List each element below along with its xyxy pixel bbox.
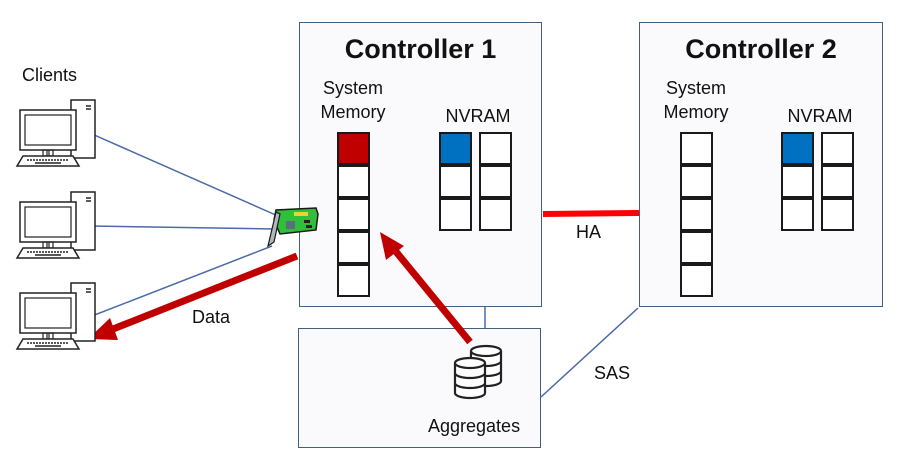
system-memory-slot bbox=[337, 132, 370, 165]
client-computer-icon[interactable] bbox=[16, 282, 96, 350]
nvram-slot bbox=[439, 165, 472, 198]
controller-1-system-memory-label: System Memory bbox=[312, 76, 394, 124]
label-line: System bbox=[322, 78, 383, 98]
read-arrow bbox=[380, 232, 473, 345]
system-memory-slot bbox=[680, 132, 713, 165]
data-label: Data bbox=[192, 307, 231, 327]
nvram-slot bbox=[479, 198, 512, 231]
system-memory-slot bbox=[680, 165, 713, 198]
nvram-slot bbox=[821, 165, 854, 198]
system-memory-slot bbox=[337, 264, 370, 297]
ha-link bbox=[542, 210, 640, 217]
client-3-link bbox=[91, 245, 273, 317]
system-memory-slot bbox=[337, 198, 370, 231]
controller-2-nvram-label: NVRAM bbox=[787, 106, 853, 126]
aggregates-box bbox=[298, 328, 541, 448]
controller-1-nvram-label: NVRAM bbox=[445, 106, 511, 126]
system-memory-slot bbox=[680, 198, 713, 231]
ha-label: HA bbox=[576, 222, 602, 242]
system-memory-slot bbox=[680, 264, 713, 297]
database-icon bbox=[453, 344, 503, 400]
sas-link bbox=[540, 307, 639, 398]
nvram-slot bbox=[439, 198, 472, 231]
controller-1-title: Controller 1 bbox=[344, 34, 497, 64]
nvram-slot bbox=[479, 132, 512, 165]
nvram-slot bbox=[781, 165, 814, 198]
label-line: Memory bbox=[663, 102, 729, 122]
clients-label: Clients bbox=[22, 65, 78, 85]
client-computer-icon[interactable] bbox=[16, 99, 96, 167]
controller-2-title: Controller 2 bbox=[685, 34, 837, 64]
nvram-slot bbox=[821, 132, 854, 165]
network-card-icon bbox=[267, 207, 319, 248]
nvram-slot bbox=[821, 198, 854, 231]
system-memory-slot bbox=[337, 231, 370, 264]
system-memory-slot bbox=[337, 165, 370, 198]
sas-label: SAS bbox=[594, 363, 631, 383]
system-memory-slot bbox=[680, 231, 713, 264]
controller-2-system-memory-label: System Memory bbox=[655, 76, 737, 124]
client-1-link bbox=[91, 133, 279, 217]
nvram-slot bbox=[439, 132, 472, 165]
label-line: System bbox=[665, 78, 726, 98]
nvram-slot bbox=[479, 165, 512, 198]
client-computer-icon[interactable] bbox=[16, 191, 96, 259]
label-line: Memory bbox=[320, 102, 386, 122]
nvram-slot bbox=[781, 132, 814, 165]
nvram-slot bbox=[781, 198, 814, 231]
aggregates-label: Aggregates bbox=[428, 416, 521, 436]
client-2-link bbox=[91, 225, 275, 230]
